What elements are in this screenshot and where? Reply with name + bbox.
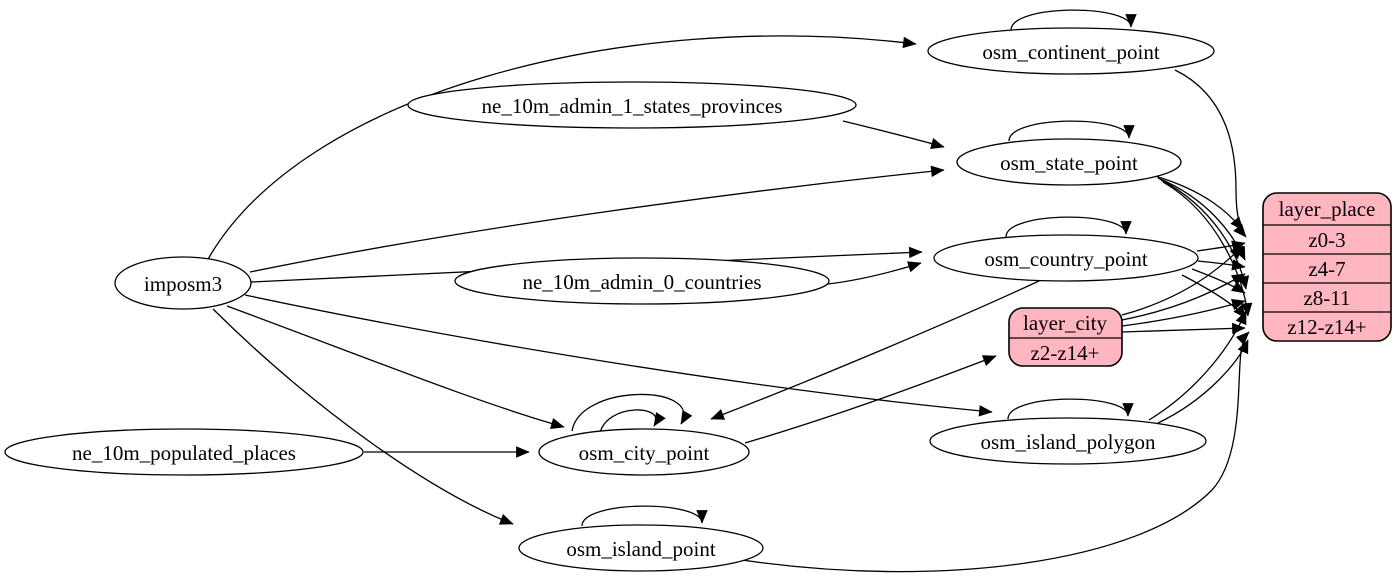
- osm_country_point-label: osm_country_point: [984, 247, 1147, 271]
- edge-ne_countries-osm_country_point: [827, 261, 922, 285]
- osm_city_point-shape: [538, 428, 750, 476]
- imposm3-shape: [114, 256, 252, 310]
- edge-layer_city-z8-11: [1121, 298, 1246, 327]
- selfloop-osm_city_point-inner: [599, 409, 666, 434]
- osm_continent_point-label: osm_continent_point: [982, 40, 1159, 64]
- edge-osm_city_point-layer_city: [744, 355, 997, 444]
- node-osm_continent_point: osm_continent_point: [927, 27, 1215, 75]
- layer_place-row-z4-7: z4-7: [1308, 257, 1345, 281]
- ne_10m_populated_places-label: ne_10m_populated_places: [72, 441, 296, 465]
- edge-osm_state_point-z0-3: [1154, 175, 1244, 231]
- edge-imposm3-osm_island_polygon: [244, 294, 993, 417]
- layer_city-row-z2-z14: z2-z14+: [1031, 341, 1100, 365]
- ne_10m_admin_1_states_provinces-label: ne_10m_admin_1_states_provinces: [482, 94, 783, 118]
- edge-osm_country_point-z8-11: [1191, 268, 1246, 294]
- ne_10m_admin_1_states_provinces-shape: [407, 81, 857, 129]
- edge-layer_city-z0-3: [1121, 245, 1244, 316]
- edges: [206, 9, 1253, 573]
- selfloop-osm_continent_point: [1010, 9, 1137, 31]
- selfloop-osm_state_point: [1008, 120, 1135, 142]
- layer_place-title: layer_place: [1279, 197, 1376, 221]
- node-osm_country_point: osm_country_point: [933, 234, 1199, 282]
- selfloop-osm_country_point: [1005, 216, 1132, 238]
- selfloop-osm_city_point-outer: [571, 393, 693, 432]
- layer_city-title: layer_city: [1023, 311, 1107, 335]
- layer_place-row-z0-3: z0-3: [1308, 228, 1345, 252]
- record-layer_place: layer_place z0-3 z4-7 z8-11 z12-z14+: [1262, 192, 1392, 342]
- ne_10m_admin_0_countries-label: ne_10m_admin_0_countries: [522, 270, 761, 294]
- edge-osm_country_point-osm_city_point: [710, 279, 1042, 420]
- layer_city-box: [1008, 307, 1123, 367]
- edge-imposm3-osm_island_point: [212, 308, 514, 525]
- osm_island_point-label: osm_island_point: [566, 537, 716, 561]
- edge-imposm3-osm_continent_point: [206, 35, 917, 262]
- osm_island_polygon-shape: [929, 417, 1207, 465]
- node-imposm3: imposm3: [114, 256, 252, 310]
- edge-imposm3-osm_city_point: [226, 305, 565, 430]
- layer_place-row-z8-11: z8-11: [1303, 286, 1350, 310]
- node-osm_city_point: osm_city_point: [538, 428, 750, 476]
- osm_continent_point-shape: [927, 27, 1215, 75]
- edge-osm_island_polygon-z8-11: [1148, 310, 1247, 421]
- node-ne_10m_admin_1_states_provinces: ne_10m_admin_1_states_provinces: [407, 81, 857, 129]
- ne_10m_populated_places-shape: [4, 428, 364, 476]
- edge-osm_country_point-z4-7: [1197, 259, 1246, 271]
- edge-ne_states-osm_state_point: [842, 120, 945, 150]
- selfloop-osm_island_polygon: [1007, 398, 1134, 420]
- osm_state_point-shape: [956, 138, 1182, 186]
- edge-osm_island_polygon-z12-z14: [1157, 339, 1249, 424]
- node-osm_state_point: osm_state_point: [956, 138, 1182, 186]
- edge-imposm3-osm_state_point: [249, 165, 945, 273]
- osm_state_point-label: osm_state_point: [1000, 151, 1138, 175]
- osm_island_point-shape: [518, 524, 764, 572]
- node-ne_10m_admin_0_countries: ne_10m_admin_0_countries: [454, 257, 830, 305]
- selfloop-osm_island_point: [581, 505, 708, 527]
- edge-osm_island_point-z12-z14: [741, 331, 1250, 573]
- node-osm_island_point: osm_island_point: [518, 524, 764, 572]
- node-ne_10m_populated_places: ne_10m_populated_places: [4, 428, 364, 476]
- node-osm_island_polygon: osm_island_polygon: [929, 417, 1207, 465]
- edge-osm_country_point-z0-3: [1196, 240, 1246, 252]
- edge-layer_city-z4-7: [1121, 273, 1246, 321]
- osm_island_polygon-label: osm_island_polygon: [980, 430, 1156, 454]
- record-layer_city: layer_city z2-z14+: [1008, 307, 1123, 367]
- layer_place-box: [1262, 192, 1392, 342]
- edge-osm_country_point-z12-z14: [1181, 274, 1247, 319]
- edge-layer_city-z12-z14: [1121, 322, 1246, 335]
- ne_10m_admin_0_countries-shape: [454, 257, 830, 305]
- osm_country_point-shape: [933, 234, 1199, 282]
- osm_city_point-label: osm_city_point: [579, 441, 710, 465]
- imposm3-label: imposm3: [144, 272, 222, 296]
- layer_place-row-z12-z14: z12-z14+: [1287, 315, 1366, 339]
